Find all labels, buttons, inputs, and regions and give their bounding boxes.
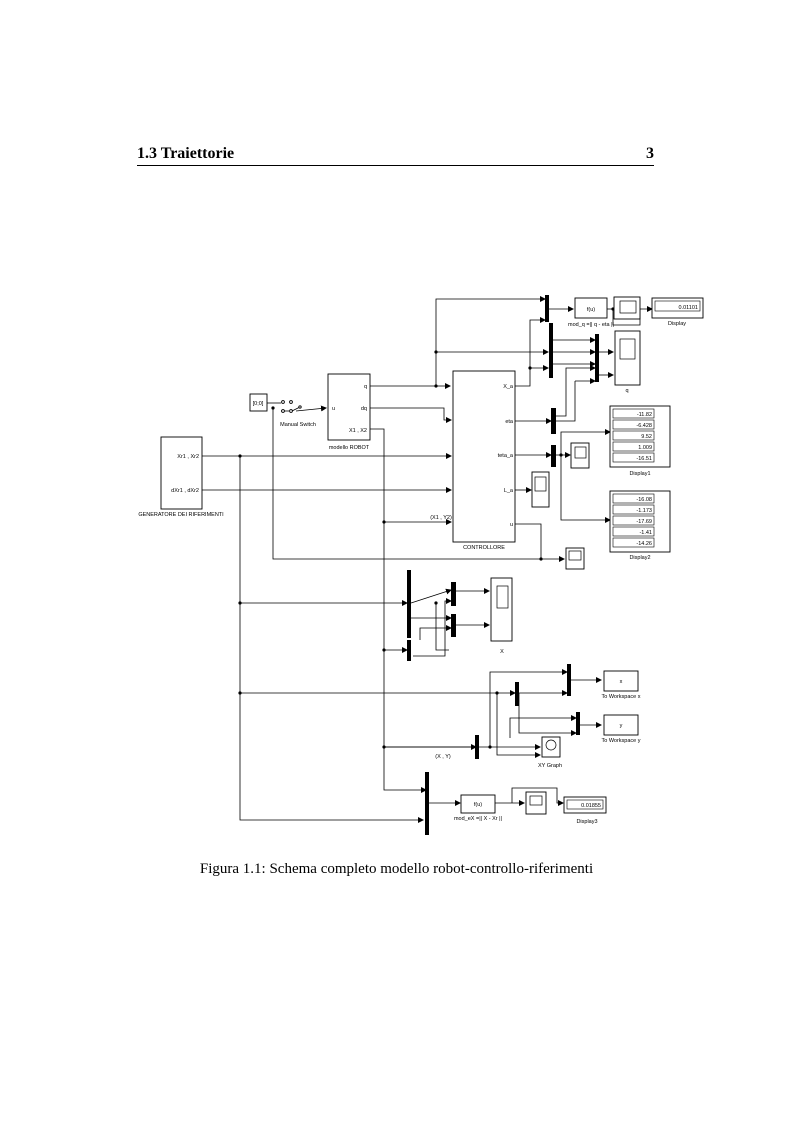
fcn1-block[interactable] (574, 297, 608, 319)
constant-block[interactable] (249, 393, 268, 412)
workspace-y-value: y (620, 723, 623, 729)
display1-value: -6.428 (636, 423, 652, 429)
robot-port-x: X1 , X2 (349, 428, 367, 434)
generator-block[interactable] (160, 436, 203, 510)
controller-port-u: u (510, 522, 513, 528)
display2-value: -16.08 (636, 497, 652, 503)
display1-value: -16.51 (636, 456, 652, 462)
controller-label: CONTROLLORE (463, 545, 505, 551)
display2-value: -1.41 (639, 530, 652, 536)
workspace-x-value: x (620, 679, 623, 685)
display3-label: Display3 (576, 819, 597, 825)
fcn2-block[interactable] (460, 794, 496, 814)
constant-value: [0;0] (253, 401, 264, 407)
display1-value: 9.52 (641, 434, 652, 440)
figure-caption: Figura 1.1: Schema completo modello robo… (199, 861, 594, 877)
display2-value: -17.69 (636, 519, 652, 525)
workspace-x-block[interactable] (603, 670, 639, 692)
fcn1-label: mod_q =|| q - eta || (568, 322, 614, 328)
workspace-x-label: To Workspace x (601, 694, 640, 700)
mux-bars (407, 295, 599, 835)
robot-port-u: u (332, 406, 335, 412)
display2-label: Display2 (629, 555, 650, 561)
display-cells (566, 300, 701, 810)
fcn2-expr: f(u) (474, 802, 482, 808)
manual-switch-label: Manual Switch (280, 422, 316, 428)
display-label: Display (668, 321, 686, 327)
generator-label: GENERATORE DEI RIFERIMENTI (138, 512, 224, 518)
xy-signal-label: (X , Y) (435, 754, 451, 760)
robot-block[interactable] (327, 373, 371, 441)
page-number: 3 (646, 145, 654, 162)
controller-input-label: (X1 , Y2) (430, 515, 452, 521)
section-title: 1.3 Traiettorie (137, 145, 235, 162)
display3-value: 0.01855 (581, 803, 601, 809)
display1-value: -11.82 (637, 412, 652, 418)
scope-screens (496, 300, 637, 806)
generator-port-1: Xr1 , Xr2 (177, 454, 199, 460)
controller-port-la: L_a (504, 488, 514, 494)
xy-graph-label: XY Graph (538, 763, 562, 769)
manual-switch-block[interactable] (281, 400, 302, 413)
display2-value: -1.173 (636, 508, 652, 514)
scope-q-label: q (625, 388, 628, 394)
robot-port-q: q (364, 384, 367, 390)
display1-value: 1.009 (638, 445, 652, 451)
controller-block[interactable] (452, 370, 516, 543)
display-value: 0.01101 (679, 305, 698, 311)
display1-label: Display1 (629, 471, 650, 477)
controller-port-teta: teta_a (498, 453, 514, 459)
fcn1-expr: f(u) (587, 307, 595, 313)
controller-port-eta: eta (505, 419, 514, 425)
page-header: 1.3 Traiettorie 3 (137, 145, 654, 166)
fcn2-label: mod_eX =|| X - Xr || (454, 816, 502, 822)
robot-label: modello ROBOT (329, 445, 370, 451)
generator-port-2: dXr1 , dXr2 (171, 488, 199, 494)
workspace-y-block[interactable] (603, 714, 639, 736)
display2-value: -14.26 (636, 541, 652, 547)
controller-port-xa: X_a (503, 384, 514, 390)
junction-dots (238, 307, 615, 749)
robot-port-dq: dq (361, 406, 367, 412)
scope-x-label: X (500, 649, 504, 655)
workspace-y-label: To Workspace y (601, 738, 640, 744)
signal-lines (202, 296, 653, 823)
